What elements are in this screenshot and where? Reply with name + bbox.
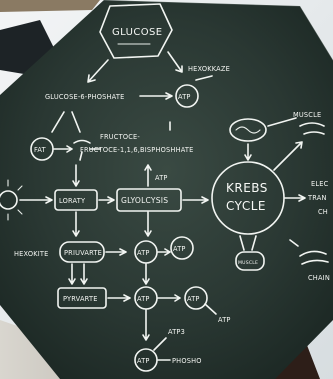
atp-label-bottom: ATP: [137, 357, 150, 365]
branch-symbol: [73, 139, 91, 161]
glucose-hexagon: [99, 3, 173, 59]
atp-label-mid: ATP: [137, 249, 150, 257]
board-edge-highlight: [103, 0, 333, 61]
atp-circle-lower: [134, 286, 158, 310]
lorary-label: LORATY: [59, 197, 86, 205]
atp-label-lower: ATP: [137, 295, 150, 303]
atp3-label: ATP3: [168, 328, 185, 336]
glycolysis-box: [116, 188, 182, 212]
hexokinase-label: HEXOKKAZE: [188, 65, 230, 73]
cell-icon: [0, 190, 18, 210]
transporter-icon: [235, 251, 265, 271]
atp-circle-top: [175, 84, 199, 108]
fructose-label-2: FRUCTOCE-1,1,6,BISPHOSHHATE: [80, 146, 194, 154]
fat-label: FAT: [34, 146, 47, 154]
glucose-label: GLUCOSE: [112, 27, 162, 38]
mitochondrion-icon: [229, 118, 267, 142]
elec-label-3: CH: [318, 208, 328, 216]
g6p-label: GLUCOSE-6-PHOSHATE: [45, 93, 124, 101]
phosho-label: PHOSHO: [172, 357, 202, 365]
atp-circle-mid: [134, 240, 158, 264]
pruvarte-box: [59, 241, 105, 263]
fat-circle: [30, 137, 54, 161]
atp-label-glycolysis: ATP: [155, 174, 168, 182]
muscle-label: MUSCLE: [293, 111, 321, 119]
krebs-cycle-circle: [211, 161, 285, 235]
muscle-icon: [299, 122, 325, 135]
pyrvarte-label: PYRVARTE: [63, 295, 98, 303]
chain-icon: [299, 250, 329, 265]
atp-circle-mid-right: [170, 236, 194, 260]
atp-label-top: ATP: [178, 93, 191, 101]
hexokite-label: HEXOKITE: [14, 250, 48, 258]
krebs-label-1: KREBS: [226, 181, 268, 195]
elec-label-2: TRAN: [307, 194, 327, 202]
pyrvarte-box: [57, 287, 107, 309]
krebs-label-2: CYCLE: [226, 199, 266, 213]
elec-label-1: ELEC: [311, 180, 329, 188]
atp-label-lower-right: ATP: [187, 295, 200, 303]
arrow-to-g6p: [87, 59, 109, 83]
atp-circle-lower-right: [184, 286, 208, 310]
muscle-small-label: MUSCLE: [238, 260, 258, 266]
arrow-glucose-to-hexokinase: [167, 51, 183, 73]
pruvarte-label: PRIUVARTE: [64, 249, 102, 257]
atp-label-mid-right: ATP: [173, 245, 186, 253]
chain-label: CHAIN: [308, 274, 330, 282]
glycolysis-label: GLYOLCYSIS: [121, 196, 168, 205]
atp-label-corner: ATP: [218, 316, 231, 324]
fructose-label-1: FRUCTOCE-: [100, 133, 140, 141]
lorary-box: [54, 189, 98, 211]
arrow-krebs-to-muscle: [273, 141, 303, 171]
atp-circle-bottom: [134, 348, 158, 372]
top-left-frame: [0, 0, 100, 12]
